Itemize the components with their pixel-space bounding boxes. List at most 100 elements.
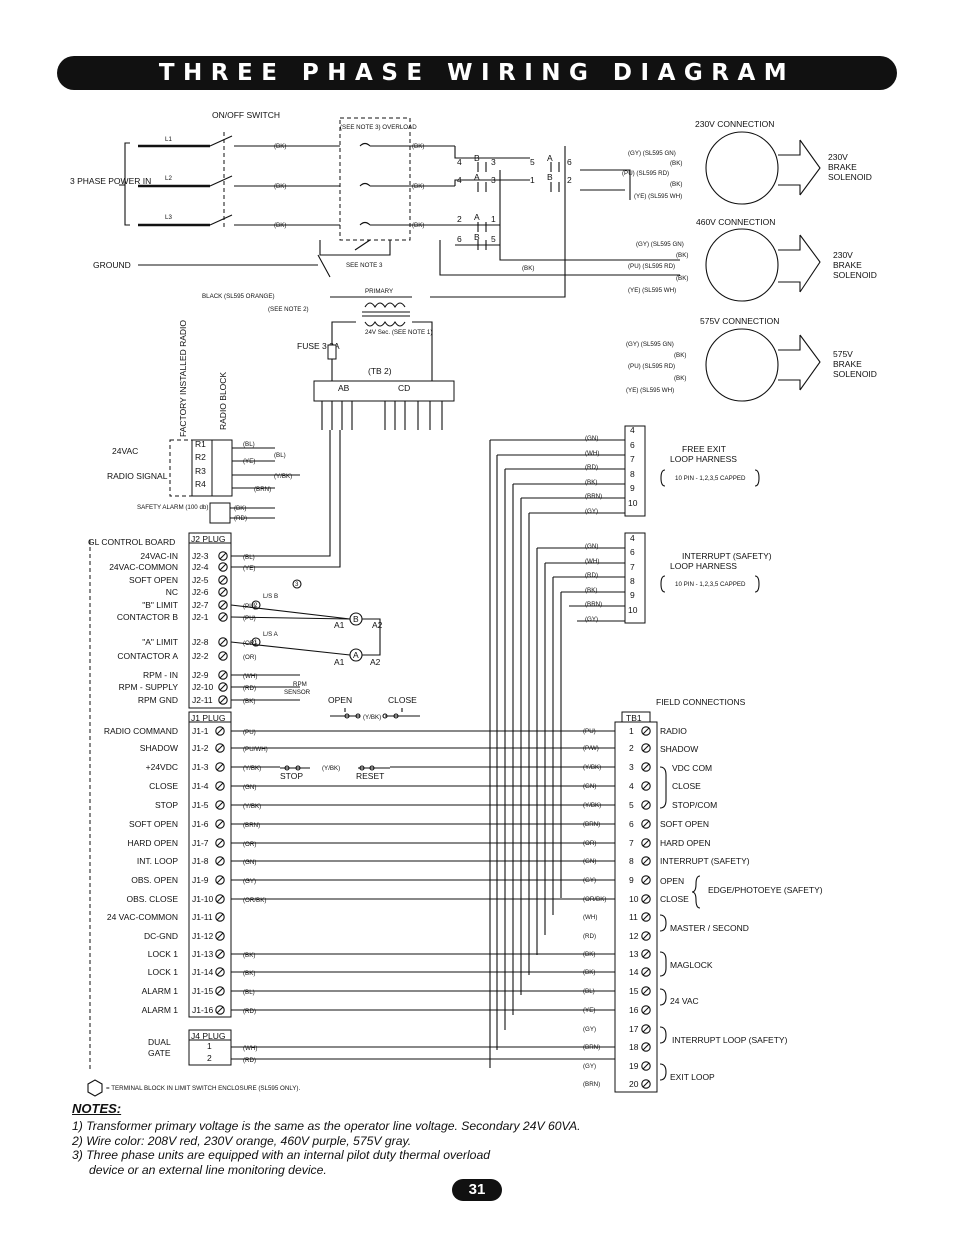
- terminal-screw: [215, 1005, 225, 1015]
- terminal-screw: [641, 856, 651, 866]
- terminal-screw-slot: [642, 1043, 650, 1051]
- wire-label: (Y/BK): [243, 765, 261, 772]
- terminal-screw-slot: [216, 782, 224, 790]
- svg-text:6: 6: [567, 157, 572, 167]
- svg-text:8: 8: [630, 576, 635, 586]
- terminal-screw-slot: [642, 857, 650, 865]
- svg-text:(BL): (BL): [274, 452, 286, 459]
- wire-460-bk2: (BK): [676, 275, 688, 282]
- terminal-screw: [641, 912, 651, 922]
- notes-heading: NOTES:: [72, 1101, 122, 1116]
- field-edge: EDGE/PHOTOEYE (SAFETY): [708, 885, 823, 895]
- terminal-screw: [215, 894, 225, 904]
- wire-460-pu: (PU) (SL595 RD): [628, 263, 675, 270]
- switch-reset: RESET: [356, 771, 384, 781]
- j1-signal-name: ALARM 1: [142, 1005, 179, 1015]
- wire-label: (PU): [243, 729, 256, 736]
- terminal-screw-slot: [642, 820, 650, 828]
- interrupt-loop: INTERRUPT (SAFETY)LOOP HARNESS: [670, 551, 772, 571]
- terminal-screw-slot: [219, 613, 227, 621]
- terminal-screw-slot: [216, 839, 224, 847]
- j2-signal-name: "B" LIMIT: [142, 600, 178, 610]
- secondary-label: 24V Sec. (SEE NOTE 1): [365, 329, 432, 336]
- radio-r4: R4: [195, 479, 206, 489]
- j1-pin: J1-1: [192, 726, 209, 736]
- terminal-screw: [641, 949, 651, 959]
- svg-text:A: A: [474, 172, 480, 182]
- ls-a: L/S A: [263, 631, 279, 638]
- line-l2: L2: [165, 175, 172, 182]
- switch-label: ON/OFF SWITCH: [212, 110, 280, 120]
- terminal-screw-slot: [219, 696, 227, 704]
- terminal-screw-slot: [642, 763, 650, 771]
- connector-460: [705, 228, 779, 302]
- note-1: 1) Transformer primary voltage is the sa…: [72, 1118, 581, 1133]
- j1-signal-name: HARD OPEN: [127, 838, 178, 848]
- svg-text:B: B: [353, 614, 359, 624]
- wire-label: (BK): [583, 969, 595, 976]
- terminal-screw-slot: [216, 876, 224, 884]
- svg-text:6: 6: [457, 234, 462, 244]
- j1-pin: J1-12: [192, 931, 214, 941]
- terminal-screw-slot: [642, 950, 650, 958]
- terminal-screw: [641, 1061, 651, 1071]
- tb1-terminal-number: 15: [629, 986, 639, 996]
- field-interrupt: INTERRUPT (SAFETY): [660, 856, 750, 866]
- wire-label: (GN): [583, 858, 596, 865]
- terminal-screw: [218, 562, 228, 572]
- capped-note-1: 10 PIN - 1,2,3,5 CAPPED: [675, 475, 746, 482]
- terminal-screw-slot: [216, 727, 224, 735]
- safety-alarm: SAFETY ALARM (100 db): [137, 504, 208, 511]
- gl-control-board: GL CONTROL BOARD: [88, 537, 175, 547]
- terminal-screw: [215, 743, 225, 753]
- wire-label: (PU): [243, 603, 256, 610]
- ground-label: GROUND: [93, 260, 131, 270]
- terminal-screw: [641, 931, 651, 941]
- radio-section: FACTORY INSTALLED RADIO RADIO BLOCK 24VA…: [107, 320, 300, 524]
- terminal-screw-slot: [642, 932, 650, 940]
- primary-label: PRIMARY: [365, 288, 393, 295]
- terminal-screw-slot: [642, 987, 650, 995]
- terminal-screw: [641, 1005, 651, 1015]
- notes: NOTES: 1) Transformer primary voltage is…: [72, 1101, 712, 1178]
- wire-label: (GN): [243, 784, 256, 791]
- terminal-screw: [215, 838, 225, 848]
- j1-pin: J1-14: [192, 967, 214, 977]
- wire-575-ye: (YE) (SL595 WH): [626, 387, 674, 394]
- svg-text:(Y/BK): (Y/BK): [322, 765, 340, 772]
- j1-signal-name: LOCK 1: [148, 967, 179, 977]
- terminal-screw-slot: [216, 857, 224, 865]
- svg-text:(Y/BK): (Y/BK): [274, 473, 292, 480]
- terminal-screw: [641, 781, 651, 791]
- wire-label: (BRN): [243, 822, 260, 829]
- field-maglock: MAGLOCK: [670, 960, 713, 970]
- wire-label: (BK): [583, 951, 595, 958]
- terminal-screw: [218, 682, 228, 692]
- terminal-screw-slot: [216, 950, 224, 958]
- wire-label: (BK): [274, 143, 286, 150]
- svg-text:B: B: [474, 153, 480, 163]
- terminal-screw: [218, 551, 228, 561]
- factory-radio-label: FACTORY INSTALLED RADIO: [178, 320, 188, 437]
- j2-pin: J2-10: [192, 682, 214, 692]
- svg-text:A: A: [474, 212, 480, 222]
- j2-signal-name: RPM - SUPPLY: [119, 682, 179, 692]
- svg-text:A: A: [547, 153, 553, 163]
- terminal-screw: [215, 781, 225, 791]
- radio-block-label: RADIO BLOCK: [218, 372, 228, 430]
- wire-label: (GN): [583, 783, 596, 790]
- terminal-screw-slot: [642, 839, 650, 847]
- svg-text:(GY): (GY): [585, 508, 598, 515]
- j2-pin: J2-2: [192, 651, 209, 661]
- page-number: 31: [452, 1179, 502, 1201]
- svg-text:10: 10: [628, 605, 638, 615]
- svg-text:(BL): (BL): [243, 441, 255, 448]
- wire-label: (RD): [583, 933, 596, 940]
- svg-text:(RD): (RD): [585, 572, 598, 579]
- wire-label: (BK): [243, 698, 255, 705]
